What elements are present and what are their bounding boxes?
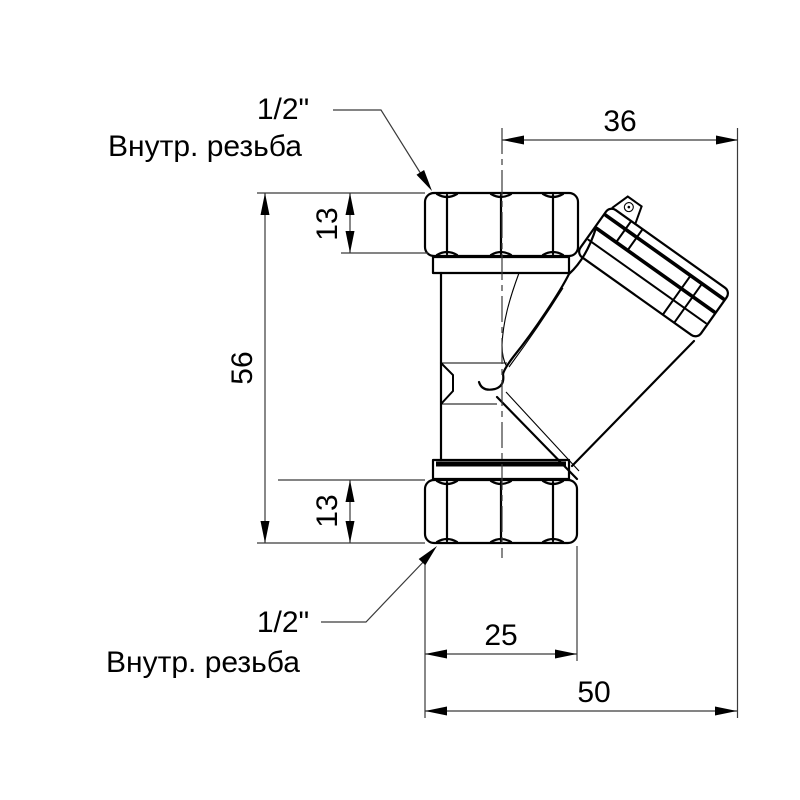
bottom-hex-nut xyxy=(423,478,579,545)
label-bottom-thread: Внутр. резьба xyxy=(106,646,300,679)
body xyxy=(439,226,598,481)
bottom-collar xyxy=(431,458,571,481)
branch-lower-wall xyxy=(570,339,696,468)
dim-56-value: 56 xyxy=(226,351,259,384)
dimension-13-top: 13 xyxy=(311,193,355,253)
dim-13-top-value: 13 xyxy=(311,207,344,240)
dimension-25: 25 xyxy=(425,619,577,659)
dim-25-value: 25 xyxy=(484,619,517,652)
leader-top: 1/2" Внутр. резьба xyxy=(108,93,432,191)
fitting-outline xyxy=(423,191,729,545)
dim-36-value: 36 xyxy=(603,105,636,138)
top-collar xyxy=(431,255,571,275)
label-top-size: 1/2" xyxy=(257,93,309,126)
strainer-cap xyxy=(578,195,729,338)
label-bottom-size: 1/2" xyxy=(257,606,309,639)
dim-13-bottom-value: 13 xyxy=(311,494,344,527)
dimension-50: 50 xyxy=(425,676,737,716)
extension-lines xyxy=(257,128,739,718)
dimension-56: 56 xyxy=(226,193,270,543)
dimension-13-bottom: 13 xyxy=(311,480,355,543)
dimension-36: 36 xyxy=(502,105,738,145)
dim-50-value: 50 xyxy=(577,676,610,709)
leader-bottom: 1/2" Внутр. резьба xyxy=(106,546,437,679)
vent-screw xyxy=(611,195,643,225)
label-top-thread: Внутр. резьба xyxy=(108,130,302,163)
